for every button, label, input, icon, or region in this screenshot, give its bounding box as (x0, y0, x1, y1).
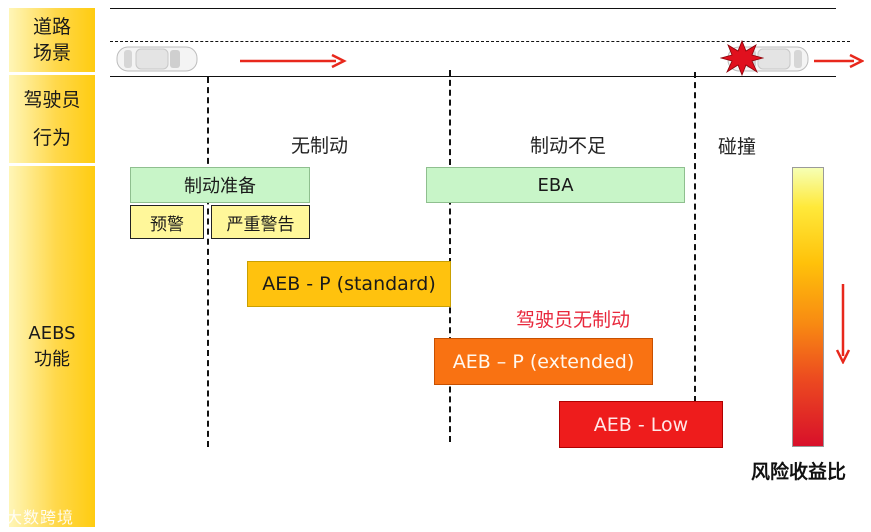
driver-label-line1: 驾驶员 (23, 89, 81, 111)
aebs-label-line1: AEBS (28, 322, 76, 344)
stage-label-collision: 碰撞 (718, 136, 757, 158)
row-label-road-scene: 道路 场景 (9, 8, 95, 72)
aebs-label-line2: 功能 (34, 348, 70, 370)
road-center-dashed-line (110, 41, 850, 42)
aeb-p-extended-box: AEB – P (extended) (434, 338, 653, 385)
driver-label-line2: 行为 (32, 127, 71, 149)
row-label-aebs-function: AEBS 功能 (9, 166, 95, 527)
aeb-low-box: AEB - Low (559, 401, 723, 448)
risk-benefit-gradient-bar (792, 167, 824, 447)
road-label-line2: 场景 (32, 42, 71, 64)
row-label-driver-behavior: 驾驶员 行为 (9, 75, 95, 163)
pre-warning-box: 预警 (130, 205, 204, 239)
brake-prep-box: 制动准备 (130, 167, 310, 203)
arrow-down-icon (835, 284, 851, 364)
watermark-text: 大数跨境 (6, 508, 75, 527)
road-top-edge (110, 8, 836, 9)
arrow-right-icon (814, 53, 864, 69)
severe-warning-box: 严重警告 (211, 205, 310, 239)
stage-label-no-braking: 无制动 (291, 135, 349, 157)
stage-label-insufficient-braking: 制动不足 (530, 135, 607, 157)
car-left-icon (116, 46, 198, 72)
stage-divider-1 (207, 77, 209, 447)
eba-box: EBA (426, 167, 685, 203)
stage-divider-3 (694, 72, 696, 402)
road-label-line1: 道路 (32, 16, 71, 38)
road-bottom-edge (110, 76, 836, 77)
driver-no-braking-note: 驾驶员无制动 (516, 309, 631, 331)
aeb-p-standard-box: AEB - P (standard) (247, 261, 451, 307)
stage-divider-2 (449, 70, 451, 442)
risk-benefit-label: 风险收益比 (751, 461, 847, 483)
arrow-right-icon (240, 53, 347, 69)
collision-burst-icon (720, 40, 764, 76)
